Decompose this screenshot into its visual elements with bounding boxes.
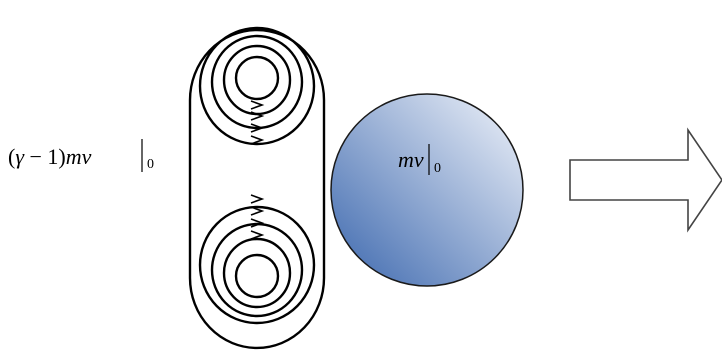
chevron-right-icon bbox=[250, 135, 265, 145]
sphere-mv: mv bbox=[398, 147, 424, 172]
left-expression-subscript: 0 bbox=[147, 157, 154, 172]
left-expression-mv: mv bbox=[66, 144, 92, 169]
bottom-ring-3 bbox=[222, 237, 292, 309]
left-expression-open-paren: ( bbox=[8, 144, 15, 169]
vortex-outer-outline bbox=[188, 28, 326, 350]
chevron-right-icon bbox=[250, 206, 265, 216]
chevron-right-icon bbox=[250, 123, 265, 133]
chevron-right-icon bbox=[250, 100, 265, 110]
chevron-right-icon bbox=[250, 230, 265, 240]
sphere-subscript: 0 bbox=[434, 161, 441, 176]
sphere-body bbox=[330, 93, 524, 287]
flow-chevrons bbox=[250, 100, 265, 240]
vortex-coil-icon bbox=[188, 26, 326, 350]
left-expression-text: (γ − 1)mv bbox=[8, 144, 92, 169]
left-expression-gamma: γ bbox=[15, 144, 25, 169]
sphere-icon: mv 0 bbox=[330, 93, 524, 287]
top-ring-4 bbox=[234, 55, 280, 101]
bottom-ring-1 bbox=[198, 205, 316, 325]
top-ring-2 bbox=[210, 34, 304, 130]
left-expression: (γ − 1)mv 0 bbox=[8, 139, 154, 172]
chevron-right-icon bbox=[250, 194, 265, 204]
bottom-ring-4 bbox=[234, 253, 280, 299]
chevron-right-icon bbox=[250, 111, 265, 121]
left-expression-minus-one: − 1) bbox=[24, 144, 66, 169]
chevron-right-icon bbox=[250, 218, 265, 228]
right-arrow-icon bbox=[569, 127, 722, 233]
top-ring-1 bbox=[198, 26, 316, 146]
